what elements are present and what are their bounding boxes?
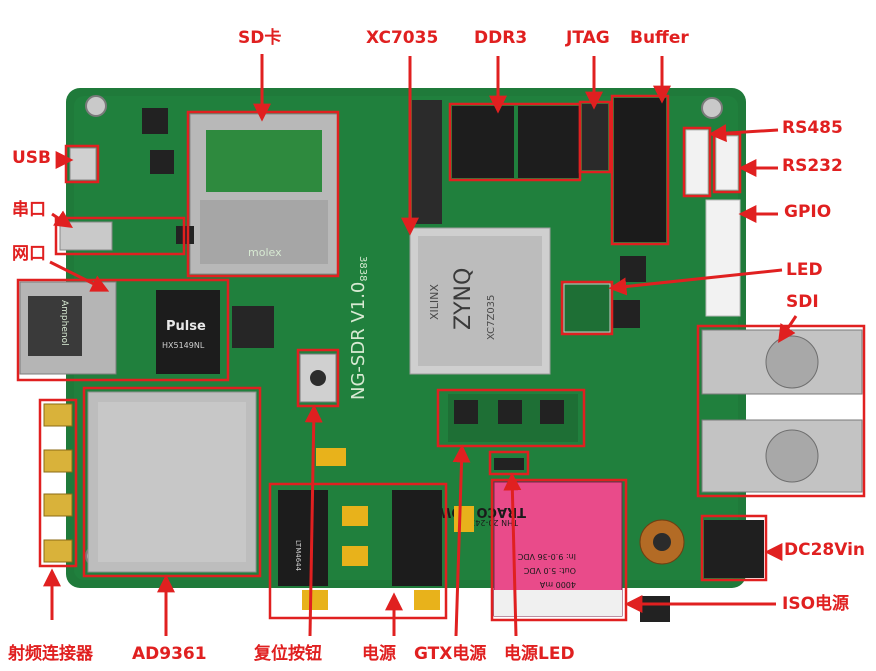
- traco-current-text: 4000 mA: [539, 580, 576, 589]
- ltm-module-2: [392, 490, 442, 586]
- label-reset-button: 复位按钮: [254, 644, 322, 664]
- power-led: [494, 458, 524, 470]
- led-group: [563, 283, 611, 333]
- label-rs232: RS232: [782, 156, 843, 176]
- traco-model-text: THN 20-2411WI: [455, 518, 519, 527]
- traco-output-text: Out: 5.0 VDC: [523, 566, 576, 575]
- magnetics-part-text: HX5149NL: [162, 341, 205, 350]
- label-dc28vin: DC28Vin: [784, 540, 866, 560]
- usb-connector: [69, 147, 97, 181]
- rf-sma-connectors: [43, 403, 73, 563]
- label-gtx-power: GTX电源: [414, 644, 487, 664]
- dc-input-connector: [704, 520, 764, 578]
- buffer-chip-1: [614, 98, 666, 170]
- rs232-connector: [715, 135, 739, 191]
- mounting-hole: [85, 95, 107, 117]
- label-power-led: 电源LED: [504, 644, 575, 664]
- ethernet-brand-text: Amphenol: [59, 300, 69, 346]
- label-rf-connector: 射频连接器: [8, 644, 93, 664]
- ddr3-chip-1: [452, 106, 514, 178]
- label-jtag: JTAG: [566, 28, 610, 48]
- label-ad9361: AD9361: [132, 644, 207, 664]
- label-sd-card: SD卡: [238, 28, 282, 48]
- ddr3-chip-2: [518, 106, 580, 178]
- traco-input-text: In: 9.0-36 VDC: [517, 552, 576, 561]
- label-usb: USB: [12, 148, 52, 168]
- board-model-text: NG-SDR V1.0: [348, 282, 369, 400]
- label-buffer: Buffer: [630, 28, 689, 48]
- chip-family-text: ZYNQ: [451, 268, 476, 330]
- label-led: LED: [786, 260, 823, 280]
- label-ddr3: DDR3: [474, 28, 528, 48]
- label-sdi: SDI: [786, 292, 819, 312]
- rs485-connector: [685, 129, 709, 195]
- label-ethernet: 网口: [12, 244, 46, 264]
- ltm-part-text: LTM4644: [294, 540, 302, 572]
- annotation-arrows: [43, 54, 798, 637]
- label-iso-power: ISO电源: [782, 594, 850, 614]
- magnetics-chip: [156, 290, 220, 374]
- jtag-header: [582, 104, 608, 170]
- ltm-module-1: [278, 490, 328, 586]
- sd-brand-text: molex: [248, 246, 282, 259]
- buffer-chip-2: [614, 170, 666, 242]
- sdi-bnc-connectors: [701, 329, 863, 493]
- label-gpio: GPIO: [784, 202, 832, 222]
- chip-brand-text: XILINX: [428, 284, 441, 320]
- gpio-header: [705, 199, 741, 317]
- chip-part-text: XC7Z035: [486, 295, 497, 340]
- magnetics-brand-text: Pulse: [166, 319, 206, 334]
- label-serial: 串口: [12, 200, 46, 220]
- label-fpga: XC7035: [366, 28, 439, 48]
- label-power: 电源: [362, 644, 396, 664]
- label-rs485: RS485: [782, 118, 843, 138]
- board-id-text: 3838: [357, 256, 368, 281]
